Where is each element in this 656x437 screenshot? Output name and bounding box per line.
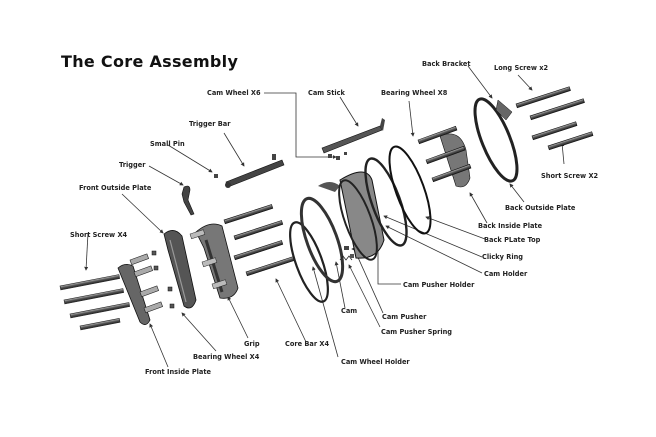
label-cam-wheel-holder: Cam Wheel Holder [341,358,410,366]
cam-pusher-parts [339,246,354,261]
cam [299,182,345,284]
label-back-bracket: Back Bracket [422,60,471,68]
diagram-title: The Core Assembly [61,52,239,71]
trigger-bar [225,154,285,188]
short-screws-right [531,121,594,151]
label-small-pin: Small Pin [150,140,185,148]
label-long-screw: Long Screw x2 [494,64,549,72]
clicky-ring [364,157,408,247]
cam-wheel-holder [289,221,329,303]
label-grip: Grip [244,340,260,348]
label-cam-wheel: Cam Wheel X6 [207,89,261,97]
cam-wheels [328,152,347,160]
label-front-inside-plate: Front Inside Plate [145,368,211,376]
back-plate-top [388,145,432,235]
label-short-screw-x4: Short Screw X4 [70,231,128,239]
label-cam-pusher-holder: Cam Pusher Holder [403,281,475,289]
front-outside-plate [163,230,197,309]
back-outside-plate [473,97,519,183]
label-cam: Cam [341,307,358,315]
label-back-outside-plate: Back Outside Plate [505,204,576,212]
label-cam-stick: Cam Stick [308,89,345,97]
bearing-wheels-x4 [151,250,175,309]
label-trigger-bar: Trigger Bar [189,120,231,128]
long-screws [515,86,585,121]
short-screws-left [59,274,131,331]
label-cam-holder: Cam Holder [484,270,528,278]
label-short-screw-x2: Short Screw X2 [541,172,599,180]
label-front-outside-plate: Front Outside Plate [79,184,152,192]
label-bearing-wheel-x4: Bearing Wheel X4 [193,353,260,361]
leader-lines [84,65,565,368]
trigger [181,185,195,216]
core-bars-x4 [223,204,296,277]
label-trigger: Trigger [119,161,146,169]
label-back-plate-top: Back PLate Top [484,236,541,244]
label-clicky-ring: Clicky Ring [482,253,523,261]
label-bearing-wheel-x8: Bearing Wheel X8 [381,89,448,97]
label-back-inside-plate: Back Inside Plate [478,222,543,230]
cam-stick [321,118,385,154]
cam-holder [338,171,385,261]
label-cam-pusher-spring: Cam Pusher Spring [381,328,453,336]
small-pin [214,174,218,178]
back-inside-plate [417,125,472,188]
label-cam-pusher: Cam Pusher [382,313,427,321]
grip [189,223,239,299]
label-core-bar: Core Bar X4 [285,340,330,348]
front-inside-plate [117,253,164,325]
